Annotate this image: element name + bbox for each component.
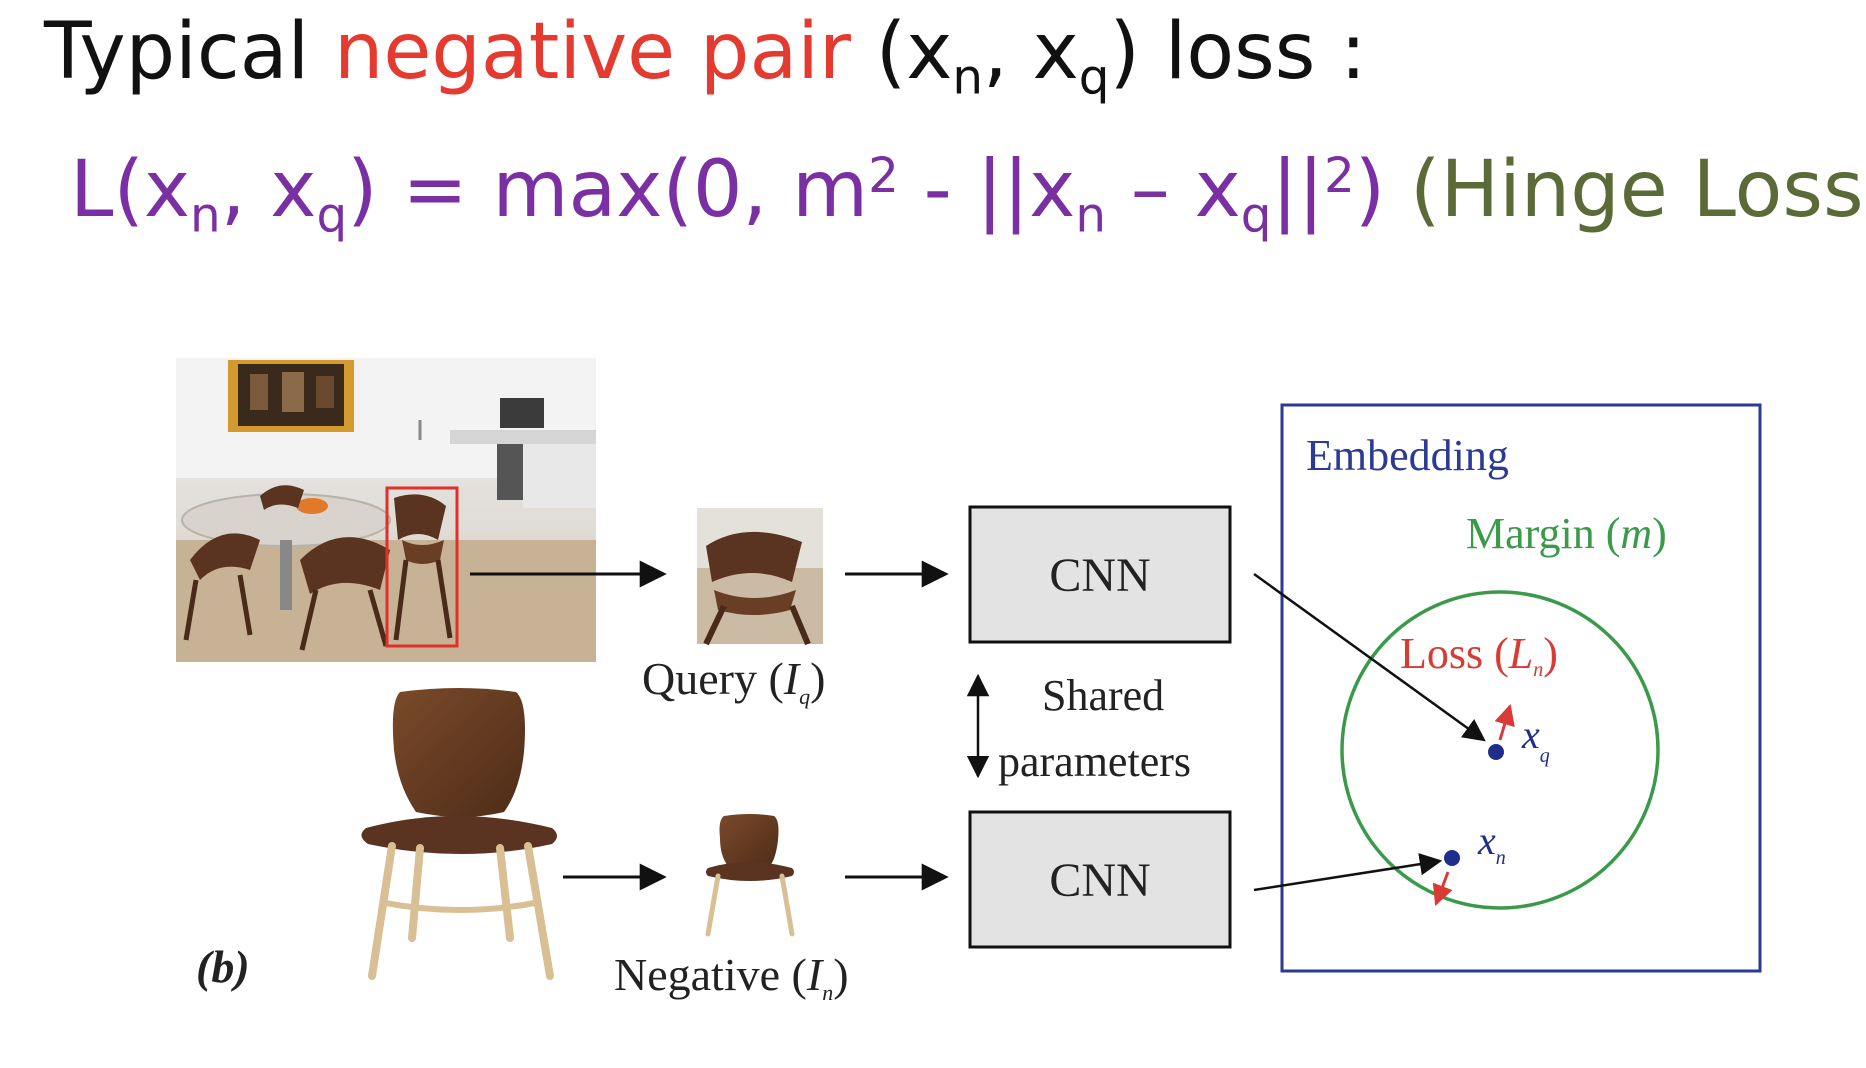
negative-label-close: ) xyxy=(833,949,848,1000)
title-sub-q: q xyxy=(1078,49,1110,106)
negative-label: Negative (In) xyxy=(614,949,849,1005)
xn-label-sub: n xyxy=(1496,847,1506,869)
panel-tag: (b) xyxy=(196,941,250,992)
negative-label-sub: n xyxy=(822,980,833,1005)
embedding-title: Embedding xyxy=(1306,431,1509,480)
margin-circle xyxy=(1340,590,1660,910)
loss-label-sub: n xyxy=(1533,659,1543,681)
cnn-box-top xyxy=(968,505,1232,644)
loss-label-symbol: L xyxy=(1508,629,1533,678)
eq-part-5: – x xyxy=(1106,145,1241,235)
loss-arrow-xq xyxy=(1494,703,1515,741)
arrow-cnn-to-xn xyxy=(1253,853,1443,892)
query-label-text: Query ( xyxy=(642,653,784,704)
eq-sub-3: n xyxy=(1075,187,1106,244)
query-label-close: ) xyxy=(810,653,825,704)
negative-crop-image xyxy=(705,814,795,937)
query-label-symbol: I xyxy=(783,653,802,704)
detection-box xyxy=(385,486,459,648)
eq-part-1: L(x xyxy=(70,145,191,235)
title-sub-n: n xyxy=(952,49,984,106)
negative-label-symbol: I xyxy=(806,949,825,1000)
eq-part-6: || xyxy=(1271,145,1325,235)
shared-label-line1: Shared xyxy=(1042,671,1164,720)
xq-label-sub: q xyxy=(1540,745,1550,767)
point-xn xyxy=(1444,850,1460,866)
query-label-sub: q xyxy=(799,684,810,709)
eq-part-7: ) xyxy=(1354,145,1411,235)
shared-label-line2: parameters xyxy=(998,737,1191,786)
eq-part-3: ) = max(0, m xyxy=(347,145,869,235)
embedding-panel xyxy=(1280,403,1762,973)
hinge-loss-label: (Hinge Loss) xyxy=(1410,145,1866,235)
loss-label-text: Loss ( xyxy=(1400,629,1509,678)
cnn-bottom-label: CNN xyxy=(1049,854,1150,907)
loss-label: Loss (Ln) xyxy=(1400,629,1558,681)
eq-sub-1: n xyxy=(190,187,221,244)
title-prefix: Typical xyxy=(44,7,334,97)
title-comma: , x xyxy=(983,7,1079,97)
negative-label-text: Negative ( xyxy=(614,949,807,1000)
eq-sub-2: q xyxy=(316,187,348,244)
query-crop-image xyxy=(697,508,823,646)
xn-label: xn xyxy=(1477,818,1506,869)
eq-part-2: , x xyxy=(220,145,317,235)
title-suffix: ) loss : xyxy=(1109,7,1367,97)
arrow-cnn-to-xq xyxy=(1253,572,1486,742)
eq-sub-4: q xyxy=(1240,187,1272,244)
eq-sup-2: 2 xyxy=(1324,147,1355,204)
point-xq xyxy=(1488,744,1504,760)
xn-label-symbol: x xyxy=(1477,818,1496,863)
margin-label-text: Margin ( xyxy=(1466,509,1620,558)
xq-label: xq xyxy=(1521,712,1550,767)
eq-sup-1: 2 xyxy=(868,147,899,204)
margin-label-close: ) xyxy=(1652,509,1667,558)
query-label: Query (Iq) xyxy=(642,653,825,709)
cnn-box-bottom xyxy=(968,810,1232,949)
margin-label: Margin (m) xyxy=(1466,509,1667,558)
loss-label-close: ) xyxy=(1543,629,1558,678)
slide-title: Typical negative pair (xn, xq) loss : xyxy=(44,0,1366,104)
title-pair-open: (x xyxy=(850,7,953,97)
loss-equation: L(xn, xq) = max(0, m2 - ||xn – xq||2) (H… xyxy=(70,138,1866,242)
title-negative-pair: negative pair xyxy=(334,7,851,97)
eq-part-4: - ||x xyxy=(898,145,1076,235)
cnn-top-label: CNN xyxy=(1049,549,1150,602)
xq-label-symbol: x xyxy=(1521,712,1540,757)
loss-arrow-xn xyxy=(1432,871,1453,906)
negative-chair-image xyxy=(361,688,557,980)
scene-image xyxy=(176,358,596,662)
margin-label-symbol: m xyxy=(1620,509,1652,558)
